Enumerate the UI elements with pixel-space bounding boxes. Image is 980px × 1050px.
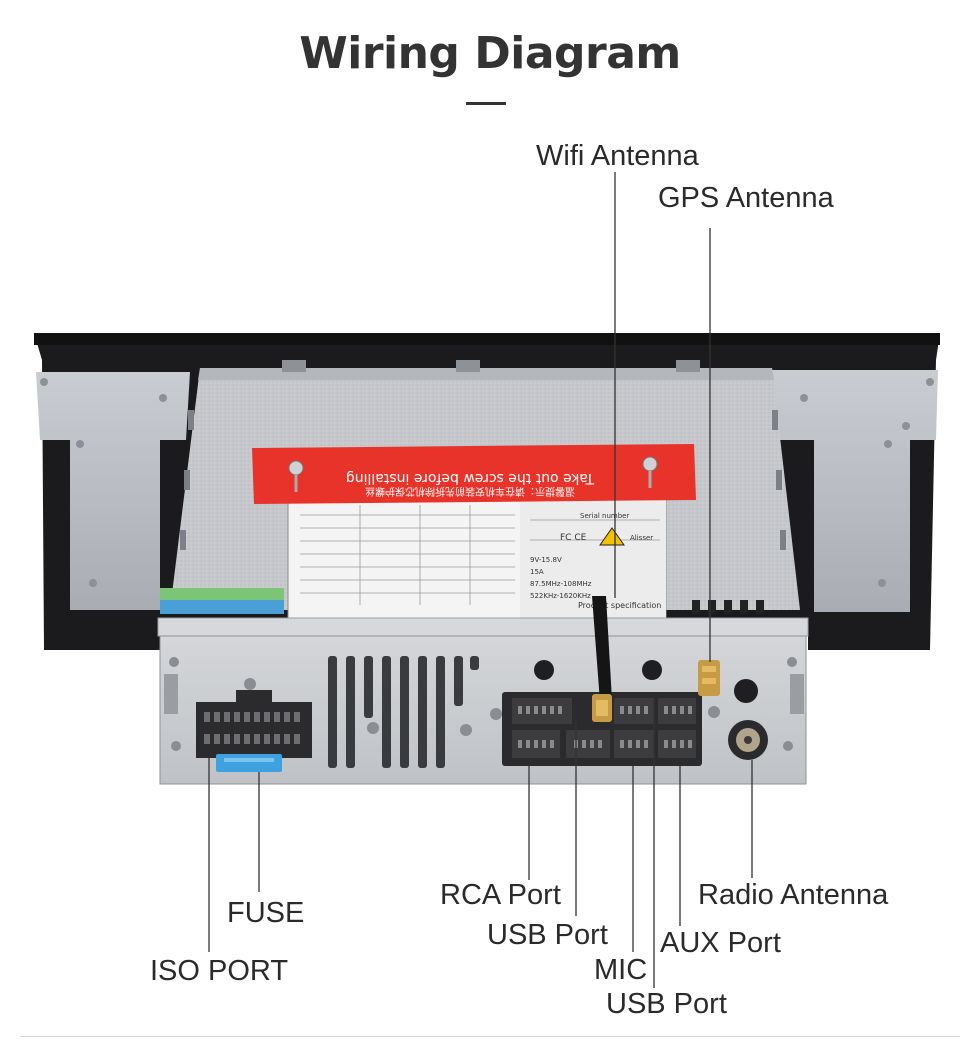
warning-text: Alisser (630, 534, 653, 542)
sticker-text-cn: 温馨提示：请在车机安装前先拆除机芯保护螺丝 (365, 485, 575, 498)
iso-port-label: ISO PORT (150, 955, 289, 987)
fcc-mark: FC CE (560, 533, 587, 543)
leader-lines (208, 172, 753, 988)
rca-port-label: RCA Port (440, 879, 561, 911)
fuse-label: FUSE (227, 897, 305, 929)
am-freq-spec: 522KHz-1620KHz (530, 592, 591, 600)
serial-label: Serial number (580, 512, 629, 520)
current-spec: 15A (530, 568, 544, 576)
radio-socket-shape (728, 720, 768, 760)
wifi-antenna-shape (592, 596, 612, 722)
wifi-antenna-label: Wifi Antenna (536, 140, 699, 172)
barcode-strip (160, 588, 284, 614)
side-brackets (36, 370, 938, 612)
gps-connector-shape (698, 660, 720, 696)
rear-panel (157, 617, 809, 785)
radio-antenna-label: Radio Antenna (698, 879, 889, 911)
product-spec: Product specification (578, 601, 661, 610)
radio-freq-spec: 87.5MHz-108MHz (530, 580, 592, 588)
sticker-text: Take out the screw before installing (346, 470, 595, 486)
gps-antenna-label: GPS Antenna (658, 182, 834, 214)
voltage-spec: 9V-15.8V (530, 556, 562, 564)
usb-port-label-1: USB Port (487, 919, 608, 951)
title-underline (466, 102, 506, 105)
aux-port-label: AUX Port (660, 927, 781, 959)
bottom-divider (20, 1036, 960, 1037)
spec-label: FC CE Serial number Alisser Product spec… (287, 499, 667, 621)
page-title: Wiring Diagram (299, 28, 681, 79)
red-warning-sticker: Take out the screw before installing 温馨提… (252, 444, 696, 504)
usb-port-label-2: USB Port (606, 988, 727, 1020)
iso-connector-shape (196, 690, 312, 758)
fuse-shape (216, 754, 282, 772)
port-block (502, 692, 702, 766)
mic-label: MIC (594, 954, 648, 986)
